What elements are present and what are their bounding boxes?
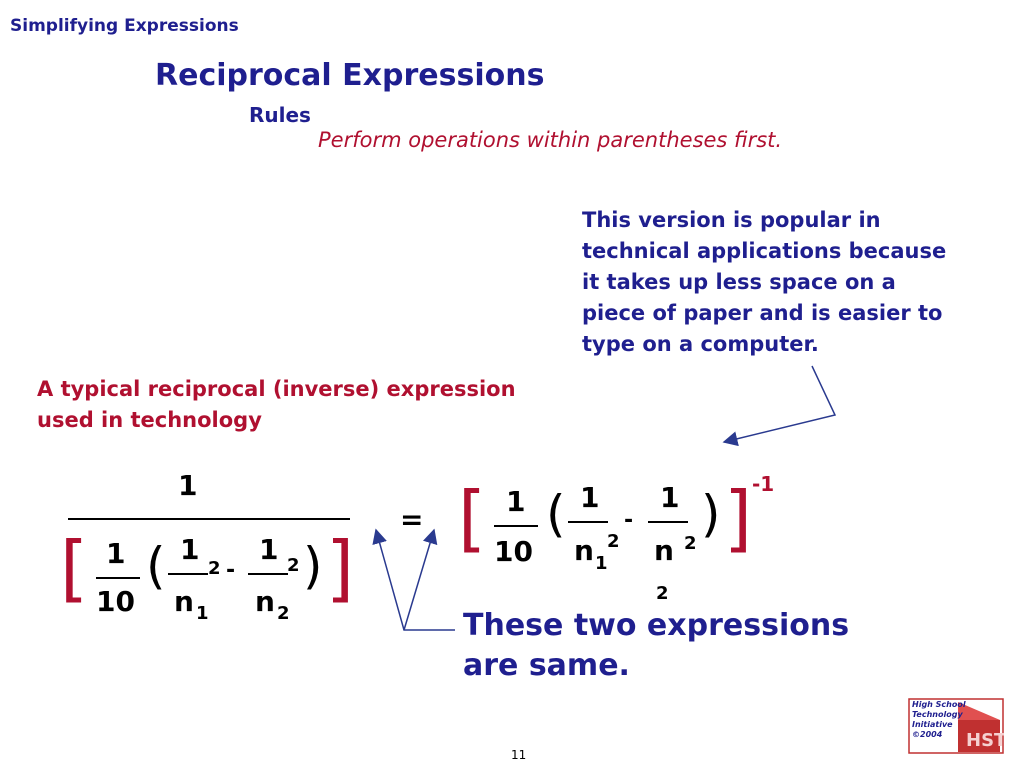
logo-text-line: High School bbox=[912, 700, 966, 709]
expr-left-frac1-num: 1 bbox=[106, 537, 126, 570]
callout-right-line: piece of paper and is easier to bbox=[582, 301, 943, 325]
expr-left-bracket-close: ] bbox=[326, 526, 355, 610]
hsti-logo: HSTi High School Technology Initiative ©… bbox=[908, 698, 1012, 754]
expr-right-frac2-num: 1 bbox=[580, 481, 600, 514]
expr-left-paren-close: ) bbox=[303, 537, 323, 595]
conclusion-text: These two expressions are same. bbox=[463, 606, 849, 686]
expr-left-frac3-sup: 2 bbox=[287, 555, 300, 576]
expr-left-bracket-open: [ bbox=[60, 526, 89, 610]
expr-left-frac3-sub: 2 bbox=[277, 603, 290, 624]
rules-heading: Rules bbox=[249, 103, 311, 127]
page-number: 11 bbox=[511, 748, 527, 762]
callout-arrow bbox=[722, 365, 837, 447]
expr-right-frac1-den: 10 bbox=[494, 535, 533, 568]
expr-left-frac3-bar bbox=[248, 573, 288, 575]
logo-text-line: ©2004 bbox=[912, 730, 943, 739]
callout-left-line: A typical reciprocal (inverse) expressio… bbox=[37, 377, 516, 401]
page-title: Reciprocal Expressions bbox=[155, 58, 545, 93]
expr-right-frac3-den: n bbox=[654, 534, 674, 567]
expr-right-frac2-sup: 2 bbox=[607, 531, 620, 552]
expr-right-exponent: -1 bbox=[752, 472, 775, 496]
expr-right-paren-open: ( bbox=[546, 485, 566, 543]
expr-right-frac3-num: 1 bbox=[660, 481, 680, 514]
expr-left-frac2-den: n bbox=[174, 585, 194, 618]
logo-text-line: Initiative bbox=[912, 720, 953, 729]
expr-right-frac1-num: 1 bbox=[506, 485, 526, 518]
expr-left-frac2-sup: 2 bbox=[208, 558, 221, 579]
logo-text-line: Technology bbox=[912, 710, 963, 719]
callout-right-line: This version is popular in bbox=[582, 208, 881, 232]
expr-left-frac3-den: n bbox=[255, 585, 275, 618]
expr-left-minus: - bbox=[226, 558, 236, 583]
callout-right-line: type on a computer. bbox=[582, 332, 819, 356]
callout-right-line: technical applications because bbox=[582, 239, 947, 263]
equals-sign: = bbox=[400, 503, 424, 536]
conclusion-arrow-right bbox=[403, 528, 438, 631]
expr-left-frac2-bar bbox=[168, 573, 208, 575]
expr-left-paren-open: ( bbox=[146, 537, 166, 595]
main-fraction-bar bbox=[68, 518, 350, 520]
rule-text: Perform operations within parentheses fi… bbox=[318, 128, 783, 152]
expr-right-frac3-sup: 2 bbox=[684, 533, 697, 554]
conclusion-arrow-left bbox=[372, 528, 455, 631]
logo-letters: HSTi bbox=[966, 730, 1004, 751]
section-title: Simplifying Expressions bbox=[10, 16, 239, 36]
expr-left-numerator: 1 bbox=[178, 469, 198, 502]
expr-right-frac1-bar bbox=[494, 525, 538, 527]
expr-right-frac3-bar bbox=[648, 521, 688, 523]
callout-right: This version is popular in technical app… bbox=[582, 205, 946, 360]
expr-left-frac1-bar bbox=[96, 577, 140, 579]
conclusion-line: are same. bbox=[463, 648, 630, 683]
logo-graphic: HSTi bbox=[908, 698, 1012, 754]
expr-right-frac2-den: n bbox=[574, 534, 594, 567]
expr-left-frac2-sub: 1 bbox=[196, 603, 209, 624]
expr-right-paren-close: ) bbox=[701, 485, 721, 543]
expr-right-frac2-bar bbox=[568, 521, 608, 523]
expr-right-bracket-close: ] bbox=[724, 476, 753, 560]
expr-right-bracket-open: [ bbox=[458, 476, 487, 560]
conclusion-line: These two expressions bbox=[463, 608, 850, 643]
expr-right-minus: - bbox=[624, 508, 634, 533]
expr-right-frac3-sub: 2 bbox=[656, 583, 669, 604]
expr-left-frac1-den: 10 bbox=[96, 585, 135, 618]
expr-right-frac2-sub: 1 bbox=[595, 553, 608, 574]
expr-left-frac3-num: 1 bbox=[259, 533, 279, 566]
callout-left: A typical reciprocal (inverse) expressio… bbox=[37, 374, 516, 436]
expr-left-frac2-num: 1 bbox=[180, 533, 200, 566]
callout-left-line: used in technology bbox=[37, 408, 262, 432]
callout-right-line: it takes up less space on a bbox=[582, 270, 896, 294]
